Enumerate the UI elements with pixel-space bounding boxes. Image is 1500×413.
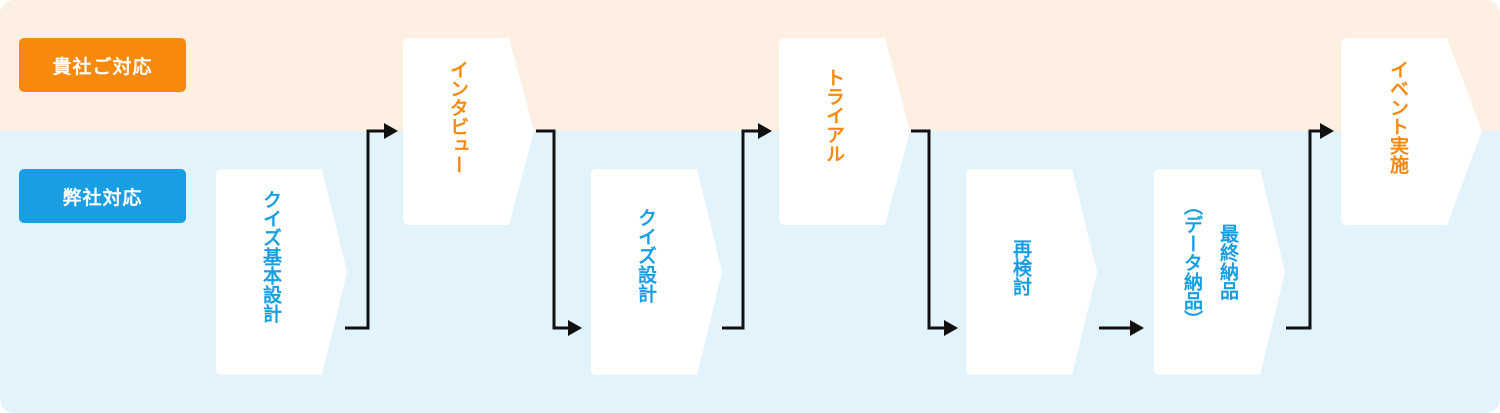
step-label-saikento: 再検討 — [1010, 239, 1032, 296]
arrowhead-3 — [758, 123, 772, 139]
arrowhead-4 — [944, 320, 958, 336]
arrowhead-6 — [1320, 123, 1334, 139]
connector-2 — [536, 129, 570, 330]
connector-1 — [345, 129, 386, 330]
step-box-event — [1341, 38, 1482, 225]
step-label-interview: インタビュー — [447, 60, 469, 174]
client-lane-label: 貴社ご対応 — [19, 38, 186, 92]
step-box-sekkei — [591, 169, 722, 375]
client-lane-band — [0, 0, 1500, 131]
connector-4 — [911, 129, 946, 330]
step-box-nouhin — [1154, 169, 1285, 375]
step-box-saikento — [966, 169, 1097, 375]
step-label-nouhin-line1: 最終納品 — [1217, 224, 1239, 300]
step-label-sekkei: クイズ設計 — [635, 208, 657, 304]
arrowhead-1 — [384, 123, 398, 139]
connector-6 — [1286, 129, 1322, 330]
connector-3 — [722, 129, 760, 330]
step-label-nouhin-line2: （データ納品） — [1181, 196, 1203, 329]
step-box-trial — [779, 38, 910, 225]
step-box-interview — [403, 38, 534, 225]
step-label-trial: トライアル — [823, 68, 845, 163]
arrowhead-5 — [1130, 320, 1144, 336]
step-label-event: イベント実施 — [1387, 60, 1409, 175]
step-label-kihon: クイズ基本設計 — [260, 190, 283, 324]
arrowhead-2 — [568, 320, 582, 336]
our-lane-label: 弊社対応 — [19, 169, 186, 223]
step-box-kihon — [216, 169, 347, 375]
